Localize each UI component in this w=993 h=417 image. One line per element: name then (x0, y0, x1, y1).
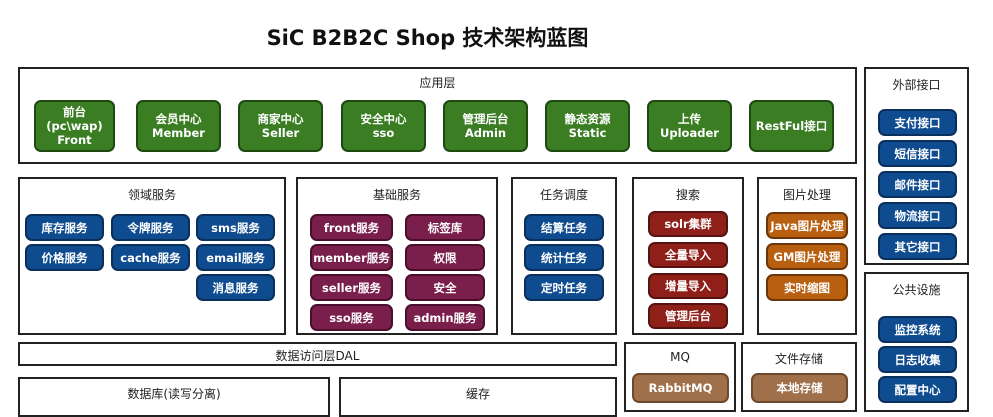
settlement-task: 结算任务 (524, 214, 604, 241)
realtime-thumbnail: 实时缩图 (766, 274, 848, 301)
monitoring-system: 监控系统 (878, 316, 957, 343)
database-box: 数据库(读写分离) (18, 377, 330, 417)
search-label: 搜索 (675, 188, 700, 202)
config-center: 配置中心 (878, 376, 957, 403)
app-layer-box: 应用层 前台(pc\wap) Front 会员中心 Member 商家中心 Se… (18, 67, 857, 164)
diagram-title: SiC B2B2C Shop 技术架构蓝图 (266, 26, 589, 50)
app-restful: RestFul接口 (749, 100, 834, 152)
public-facilities-box: 公共设施 监控系统 日志收集 配置中心 (864, 272, 969, 412)
search-admin: 管理后台 (648, 303, 728, 329)
base-services-box: 基础服务 front服务 标签库 member服务 权限 seller服务 安全… (296, 177, 498, 335)
file-storage-box: 文件存储 本地存储 (741, 342, 857, 412)
permission: 权限 (405, 244, 485, 271)
message-service: 消息服务 (196, 274, 275, 301)
price-service: 价格服务 (25, 244, 104, 271)
gm-image-processing: GM图片处理 (766, 243, 848, 270)
email-service: email服务 (196, 244, 275, 271)
search-box: 搜索 solr集群 全量导入 增量导入 管理后台 (632, 177, 744, 335)
app-layer-label: 应用层 (419, 76, 456, 90)
rabbitmq: RabbitMQ (632, 373, 729, 403)
task-scheduling-box: 任务调度 结算任务 统计任务 定时任务 (511, 177, 617, 335)
sms-interface: 短信接口 (878, 140, 957, 167)
dal-box: 数据访问层DAL (18, 342, 617, 366)
admin-service: admin服务 (405, 304, 485, 331)
app-admin: 管理后台 Admin (443, 100, 528, 152)
image-processing-box: 图片处理 Java图片处理 GM图片处理 实时缩图 (757, 177, 857, 335)
external-interfaces-label: 外部接口 (892, 78, 941, 92)
image-processing-label: 图片处理 (782, 188, 831, 202)
cache-service: cache服务 (111, 244, 190, 271)
app-member: 会员中心 Member (136, 100, 221, 152)
other-interface: 其它接口 (878, 233, 957, 260)
sms-service: sms服务 (196, 214, 275, 241)
cache-box: 缓存 (339, 377, 617, 417)
cache-label: 缓存 (465, 387, 490, 401)
public-facilities-label: 公共设施 (892, 283, 941, 297)
sso-service: sso服务 (310, 304, 393, 331)
base-services-label: 基础服务 (372, 188, 421, 202)
dal-label: 数据访问层DAL (275, 349, 360, 363)
email-interface: 邮件接口 (878, 171, 957, 198)
mq-box: MQ RabbitMQ (624, 342, 736, 412)
scheduled-task: 定时任务 (524, 274, 604, 301)
logistics-interface: 物流接口 (878, 202, 957, 229)
java-image-processing: Java图片处理 (766, 212, 848, 239)
seller-service: seller服务 (310, 274, 393, 301)
security: 安全 (405, 274, 485, 301)
app-front: 前台(pc\wap) Front (34, 100, 115, 152)
domain-services-box: 领域服务 库存服务 令牌服务 sms服务 价格服务 cache服务 email服… (18, 177, 286, 335)
solr-cluster: solr集群 (648, 211, 728, 237)
file-storage-label: 文件存储 (774, 352, 823, 366)
app-sso: 安全中心 sso (341, 100, 426, 152)
app-static: 静态资源 Static (545, 100, 630, 152)
member-service: member服务 (310, 244, 393, 271)
task-scheduling-label: 任务调度 (539, 188, 588, 202)
domain-services-label: 领域服务 (127, 188, 176, 202)
database-label: 数据库(读写分离) (127, 387, 221, 401)
local-storage: 本地存储 (751, 373, 848, 403)
statistics-task: 统计任务 (524, 244, 604, 271)
front-service: front服务 (310, 214, 393, 241)
full-import: 全量导入 (648, 242, 728, 268)
app-uploader: 上传 Uploader (647, 100, 732, 152)
external-interfaces-box: 外部接口 支付接口 短信接口 邮件接口 物流接口 其它接口 (864, 67, 969, 265)
mq-label: MQ (670, 350, 690, 364)
app-seller: 商家中心 Seller (238, 100, 323, 152)
token-service: 令牌服务 (111, 214, 190, 241)
tag-library: 标签库 (405, 214, 485, 241)
payment-interface: 支付接口 (878, 109, 957, 136)
incremental-import: 增量导入 (648, 273, 728, 299)
inventory-service: 库存服务 (25, 214, 104, 241)
log-collection: 日志收集 (878, 346, 957, 373)
